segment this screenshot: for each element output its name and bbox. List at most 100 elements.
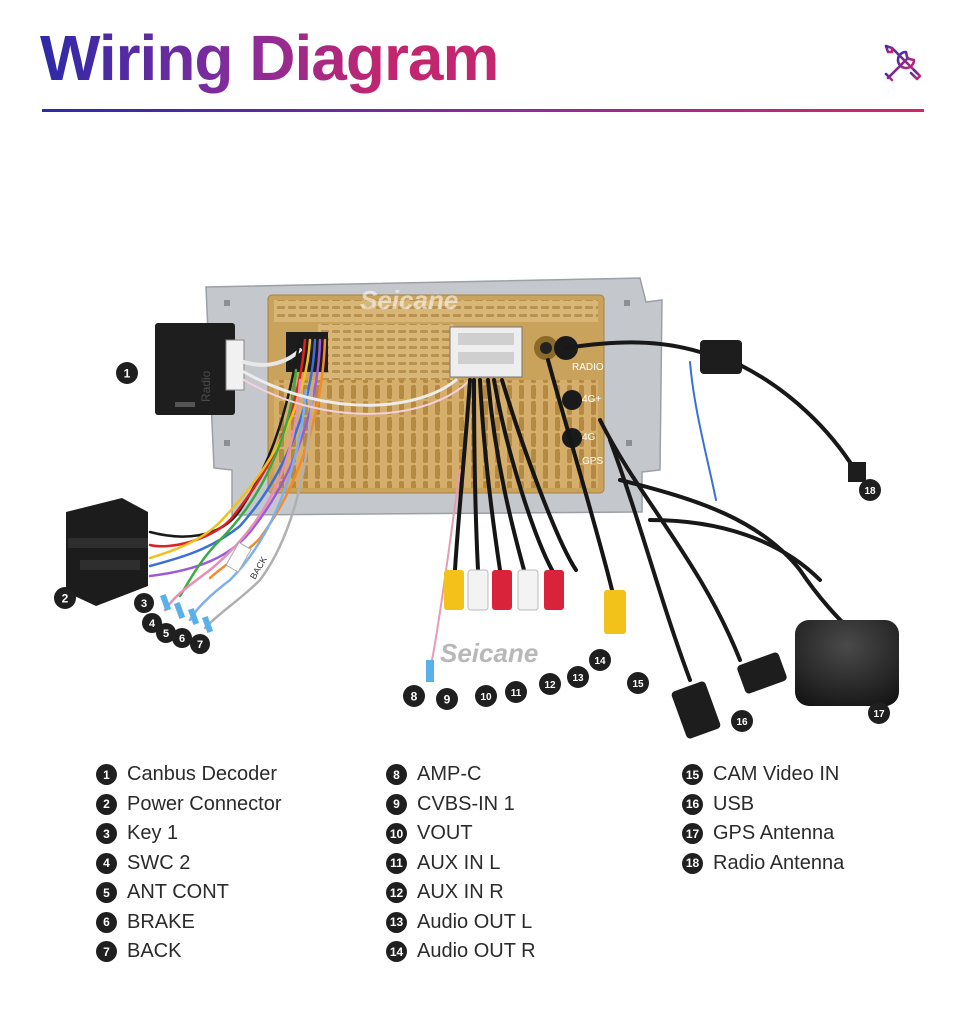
legend-number: 9 — [386, 793, 407, 815]
legend-number: 3 — [96, 823, 117, 845]
legend-label: Key 1 — [127, 822, 179, 845]
callout-17: 17 — [868, 702, 890, 724]
brand-watermark-top: Seicane — [360, 285, 458, 315]
legend-label: Audio OUT R — [417, 940, 536, 963]
svg-text:12: 12 — [544, 680, 556, 691]
callout-13: 13 — [567, 666, 589, 688]
rca-plugs — [426, 569, 626, 682]
legend-label: Radio Antenna — [713, 851, 845, 874]
svg-text:3: 3 — [141, 598, 147, 610]
legend-item: 16 USB — [682, 790, 844, 820]
svg-text:1: 1 — [124, 367, 131, 381]
small-wire-tips — [159, 541, 252, 634]
legend-number: 2 — [96, 793, 117, 815]
legend-number: 16 — [682, 793, 703, 815]
callout-7: 7 — [190, 634, 210, 654]
legend-item: 13 Audio OUT L — [386, 908, 536, 938]
svg-text:9: 9 — [444, 693, 451, 707]
page-title: Wiring Diagram — [40, 18, 499, 98]
callout-8: 8 — [403, 685, 425, 707]
legend-item: 12 AUX IN R — [386, 878, 536, 908]
callout-6: 6 — [172, 628, 192, 648]
legend-number: 4 — [96, 852, 117, 874]
legend-label: USB — [713, 792, 755, 815]
legend-item: 18 Radio Antenna — [682, 849, 844, 879]
legend-number: 12 — [386, 882, 407, 904]
port-4g-2-label: 4G — [582, 432, 596, 443]
svg-text:14: 14 — [594, 656, 606, 667]
antenna-parts — [671, 340, 899, 739]
legend-number: 13 — [386, 911, 407, 933]
svg-text:4: 4 — [149, 618, 156, 630]
legend-item: 11 AUX IN L — [386, 849, 536, 879]
legend-number: 15 — [682, 764, 703, 786]
legend-number: 5 — [96, 882, 117, 904]
legend-number: 10 — [386, 823, 407, 845]
callout-10: 10 — [475, 685, 497, 707]
callout-18: 18 — [859, 479, 881, 501]
legend-label: VOUT — [417, 822, 473, 845]
rca-cables — [431, 358, 614, 661]
svg-text:15: 15 — [632, 679, 644, 690]
legend-label: ANT CONT — [127, 881, 229, 904]
callout-3: 3 — [134, 593, 154, 613]
legend-item: 8 AMP-C — [386, 760, 536, 790]
svg-text:17: 17 — [873, 709, 885, 720]
callout-14: 14 — [589, 649, 611, 671]
svg-text:11: 11 — [511, 688, 522, 699]
callout-15: 15 — [627, 672, 649, 694]
legend-number: 17 — [682, 823, 703, 845]
svg-text:6: 6 — [179, 633, 185, 645]
canbus-side-label: Radio — [199, 370, 213, 402]
antenna-cables — [564, 340, 857, 682]
legend-item: 9 CVBS-IN 1 — [386, 790, 536, 820]
callout-1: 1 — [116, 362, 138, 384]
legend-item: 15 CAM Video IN — [682, 760, 844, 790]
legend-number: 1 — [96, 764, 117, 786]
legend-item: 7 BACK — [96, 937, 282, 967]
legend-item: 2 Power Connector — [96, 790, 282, 820]
svg-text:10: 10 — [480, 692, 492, 703]
legend-number: 8 — [386, 764, 407, 786]
legend-number: 18 — [682, 852, 703, 874]
svg-text:18: 18 — [864, 486, 876, 497]
callout-12: 12 — [539, 673, 561, 695]
legend-label: Audio OUT L — [417, 910, 533, 933]
legend-label: SWC 2 — [127, 851, 191, 874]
legend-label: CAM Video IN — [713, 763, 840, 786]
legend-item: 10 VOUT — [386, 819, 536, 849]
callout-9: 9 — [436, 688, 458, 710]
port-4g-1-label: 4G+ — [582, 394, 601, 405]
svg-text:2: 2 — [62, 592, 69, 606]
power-connector — [66, 498, 148, 606]
callout-11: 11 — [505, 681, 527, 703]
legend-label: AMP-C — [417, 763, 482, 786]
legend-item: 3 Key 1 — [96, 819, 282, 849]
back-wire-tag: BACK — [248, 555, 269, 581]
gps-port-label: GPS — [582, 456, 603, 467]
tools-icon — [884, 44, 922, 82]
legend-number: 14 — [386, 941, 407, 963]
brand-watermark-bottom: Seicane — [440, 638, 538, 668]
legend-number: 7 — [96, 941, 117, 963]
callout-2: 2 — [54, 587, 76, 609]
svg-text:13: 13 — [572, 673, 584, 684]
legend-item: 5 ANT CONT — [96, 878, 282, 908]
svg-text:16: 16 — [736, 717, 748, 728]
legend-label: CVBS-IN 1 — [417, 792, 515, 815]
svg-text:8: 8 — [411, 690, 418, 704]
legend-label: BACK — [127, 940, 182, 963]
legend-label: AUX IN R — [417, 881, 504, 904]
canbus-decoder — [155, 323, 245, 415]
legend-label: AUX IN L — [417, 851, 501, 874]
wiring-diagram: Seicane RADIO 4G+ 4G GPS Radio — [54, 277, 899, 739]
legend-number: 11 — [386, 852, 407, 874]
legend-item: 14 Audio OUT R — [386, 937, 536, 967]
wire-harness — [148, 338, 471, 630]
legend-label: Power Connector — [127, 792, 282, 815]
